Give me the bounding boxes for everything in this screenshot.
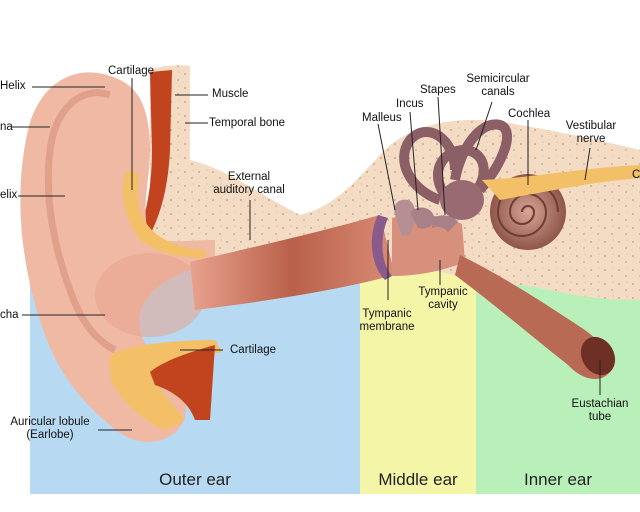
ossicles — [394, 199, 458, 236]
label-helix-left: elix — [0, 189, 18, 201]
label-vestibular-line1: Vestibular — [565, 120, 617, 132]
label-auricular-lobule: Auricular lobule (Earlobe) — [0, 416, 100, 442]
label-tympanic-membrane-line1: Tympanic — [362, 308, 412, 320]
inner-ear-label: Inner ear — [523, 470, 593, 489]
cartilage-bottom — [110, 340, 222, 430]
vestibular-nerve — [482, 165, 640, 200]
label-vestibular-line2: nerve — [576, 133, 606, 145]
label-malleus: Malleus — [362, 112, 402, 124]
auricle — [20, 72, 216, 442]
middle-ear-label: Middle ear — [378, 470, 458, 489]
label-stapes: Stapes — [420, 84, 456, 96]
semicircular-canals — [399, 119, 513, 205]
vestibule — [440, 180, 484, 220]
muscle — [140, 70, 172, 235]
outer-ear-label: Outer ear — [159, 470, 231, 489]
label-helix-top: Helix — [0, 80, 26, 92]
label-tympanic-membrane-line2: membrane — [359, 321, 415, 333]
label-eustachian-line1: Eustachian — [571, 398, 629, 410]
label-lobule-line1: Auricular lobule — [10, 416, 90, 428]
label-semicircular-line2: canals — [481, 86, 515, 98]
label-canal-line2: auditory canal — [213, 184, 285, 196]
label-canal-line1: External — [227, 171, 271, 183]
leader-lines — [12, 78, 601, 431]
label-concha: cha — [0, 309, 19, 321]
label-antihelix-partial: na — [0, 121, 13, 133]
inner-ear-zone: Inner ear — [476, 268, 640, 494]
label-external-auditory-canal: External auditory canal — [204, 171, 294, 197]
cartilage-top — [122, 170, 205, 258]
label-semicircular-line1: Semicircular — [466, 73, 530, 85]
label-lobule-line2: (Earlobe) — [26, 429, 74, 441]
label-cartilage-bottom: Cartilage — [230, 344, 277, 356]
label-cartilage-top: Cartilage — [108, 65, 155, 77]
label-eustachian-line2: tube — [588, 411, 612, 423]
label-tympanic-cavity-line1: Tympanic — [418, 286, 468, 298]
label-tympanic-membrane: Tympanic membrane — [352, 308, 422, 334]
label-cochlea: Cochlea — [508, 108, 551, 120]
label-cochlear-partial: C — [632, 169, 640, 181]
eustachian-tube — [455, 255, 616, 380]
label-temporal-bone: Temporal bone — [209, 117, 286, 129]
external-auditory-canal — [190, 215, 395, 310]
label-eustachian-tube: Eustachian tube — [562, 398, 638, 424]
label-tympanic-cavity-line2: cavity — [428, 299, 458, 311]
middle-ear-zone: Middle ear — [360, 268, 476, 494]
muscle-bottom — [150, 345, 215, 420]
label-muscle: Muscle — [212, 88, 249, 100]
label-tympanic-cavity: Tympanic cavity — [410, 286, 476, 312]
label-incus: Incus — [396, 98, 424, 110]
label-semicircular-canals: Semicircular canals — [458, 73, 538, 99]
tympanic-membrane — [371, 215, 392, 280]
label-vestibular-nerve: Vestibular nerve — [556, 120, 626, 146]
